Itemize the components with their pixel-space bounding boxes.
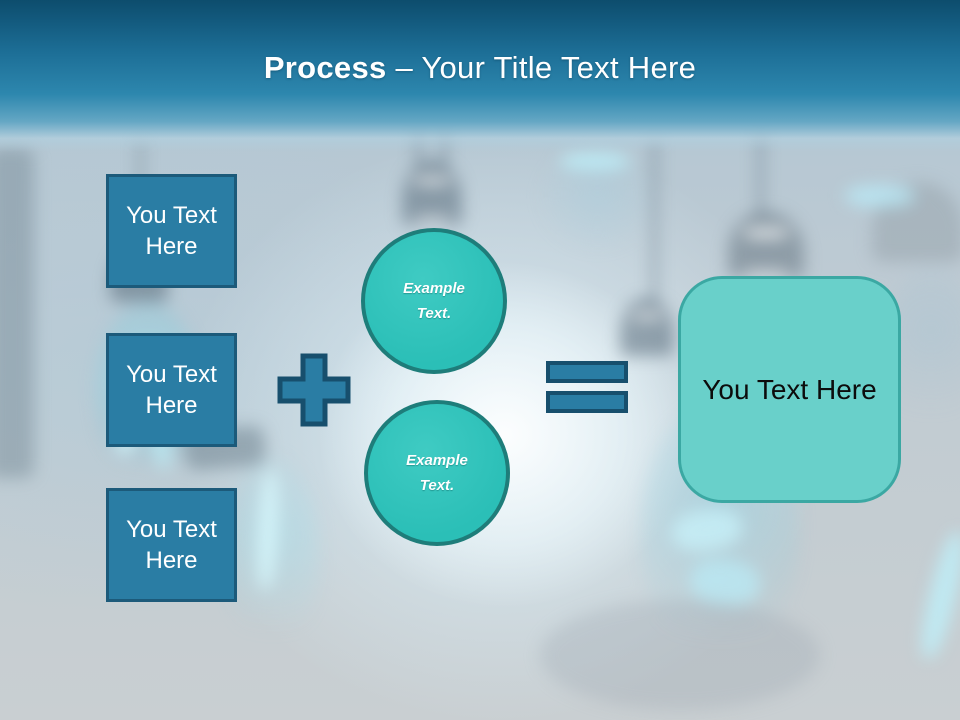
bulb-cap-shape xyxy=(402,160,462,226)
example-circle-2-label: Example Text. xyxy=(406,452,468,494)
input-box-1-label: You Text Here xyxy=(126,202,217,260)
bulb-highlight-shape xyxy=(412,176,452,185)
bulb-cord-shape xyxy=(758,130,763,218)
equals-bar-top xyxy=(546,361,628,383)
bulb-cap-shape xyxy=(728,212,804,278)
input-box-2[interactable]: You Text Here xyxy=(106,333,237,447)
bulb-cap-shape xyxy=(620,298,674,356)
bulb-highlight-shape xyxy=(742,270,790,279)
bulb-highlight-shape xyxy=(560,152,630,170)
bulb-highlight-shape xyxy=(412,216,452,224)
example-circle-1[interactable]: Example Text. xyxy=(361,228,507,374)
bulb-shadow-shape xyxy=(540,600,820,710)
bulb-highlight-shape xyxy=(742,228,790,238)
bulb-highlight-shape xyxy=(845,185,915,207)
equals-bar-bottom xyxy=(546,391,628,413)
result-box-label: You Text Here xyxy=(702,373,877,405)
bulb-shadow-shape xyxy=(0,148,34,478)
title-rest: – Your Title Text Here xyxy=(386,50,697,85)
input-box-3[interactable]: You Text Here xyxy=(106,488,237,602)
input-box-1[interactable]: You Text Here xyxy=(106,174,237,288)
bulb-highlight-shape xyxy=(630,312,664,320)
plus-icon xyxy=(275,351,353,434)
page-title: Process – Your Title Text Here xyxy=(0,50,960,86)
header-band: Process – Your Title Text Here xyxy=(0,0,960,152)
bulb-highlight-shape xyxy=(914,528,960,662)
input-box-3-label: You Text Here xyxy=(126,516,217,574)
title-keyword: Process xyxy=(263,50,387,85)
equals-icon xyxy=(546,361,628,421)
bulb-cord-shape xyxy=(652,140,657,302)
result-box[interactable]: You Text Here xyxy=(678,276,901,503)
example-circle-2[interactable]: Example Text. xyxy=(364,400,510,546)
input-box-2-label: You Text Here xyxy=(126,361,217,419)
example-circle-1-label: Example Text. xyxy=(403,280,465,322)
